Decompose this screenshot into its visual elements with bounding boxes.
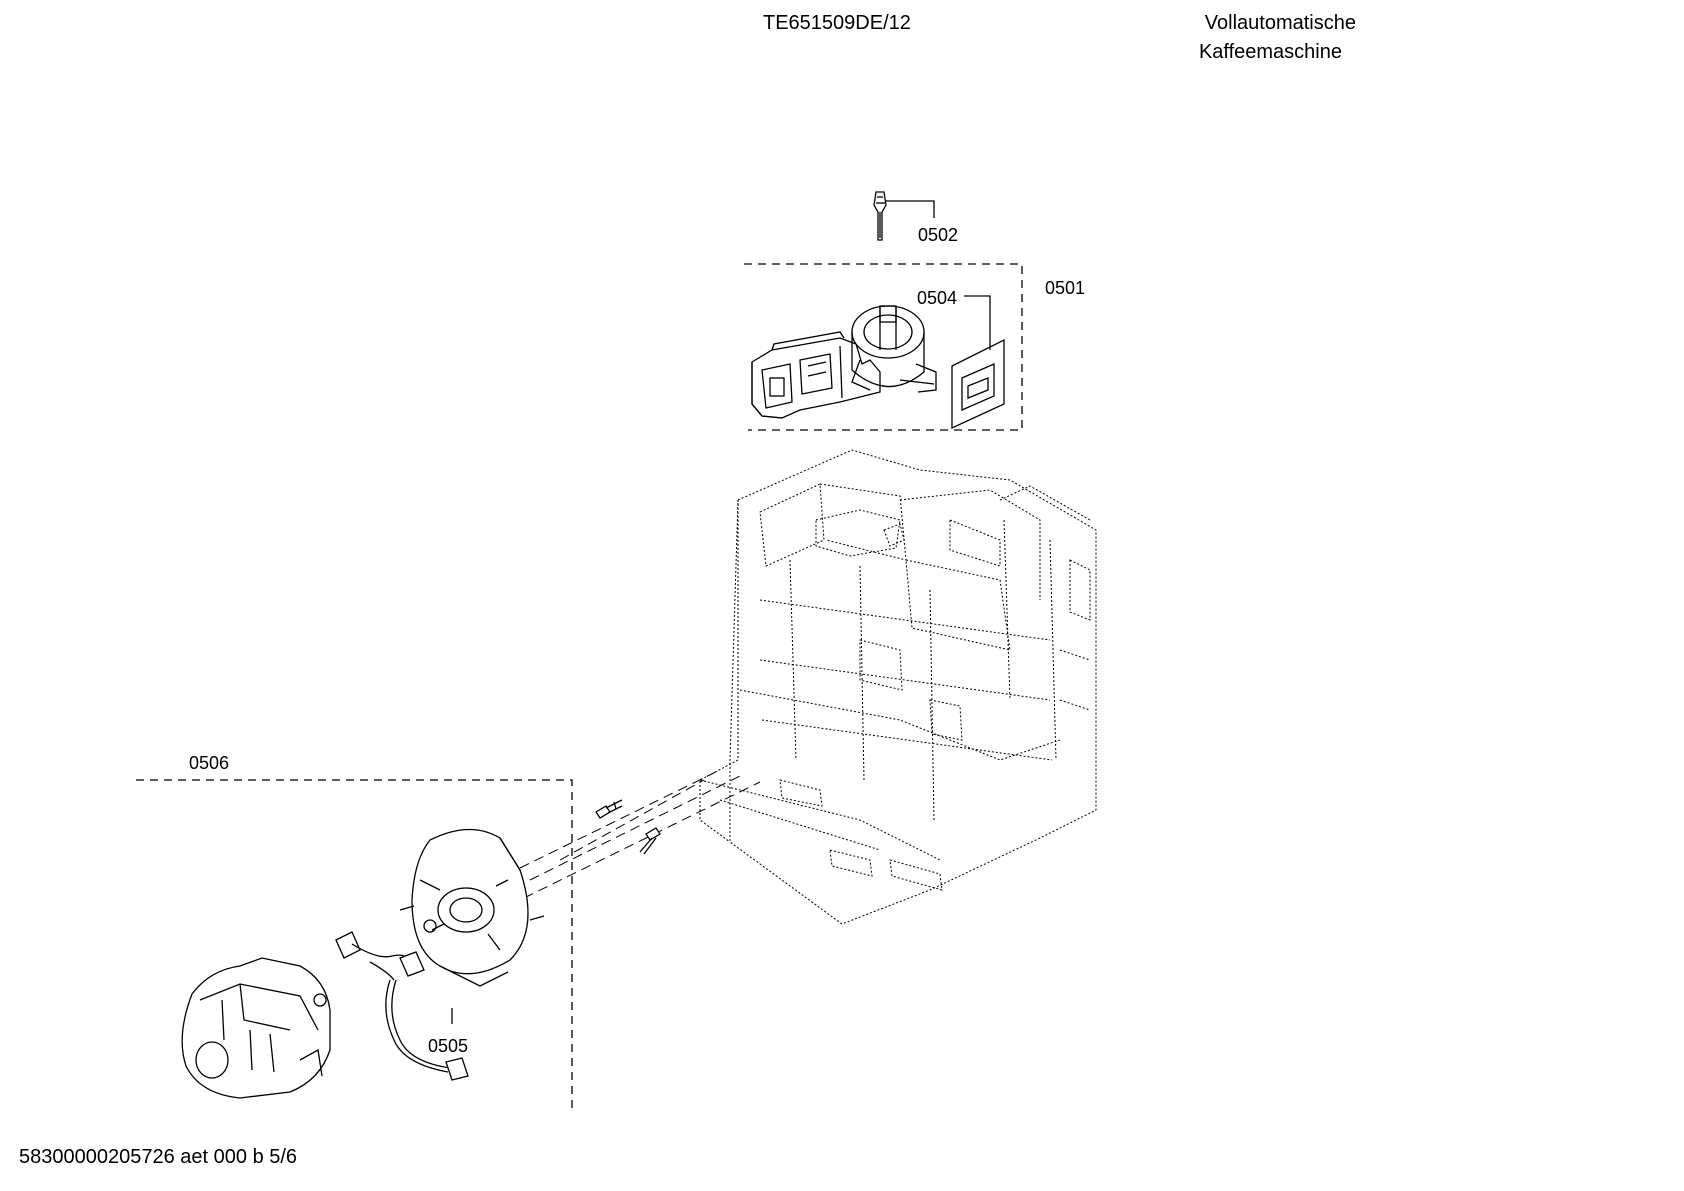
part-fan-housing-front [181, 957, 331, 1099]
part-label-0506: 0506 [189, 753, 230, 773]
part-0505-wiring-harness [335, 931, 469, 1081]
part-label-0501: 0501 [1045, 278, 1086, 298]
part-rotary-housing [851, 305, 937, 393]
assembly-0506-outline [136, 779, 573, 1110]
leader-0504 [964, 295, 991, 350]
assembly-lines [519, 769, 761, 899]
part-label-0504: 0504 [917, 288, 958, 308]
screw-upper [595, 799, 623, 819]
leader-0502 [886, 200, 935, 218]
chassis-frame [699, 449, 1097, 925]
part-0504-cover-plate [951, 338, 1005, 430]
model-number: TE651509DE/12 [763, 12, 911, 34]
part-label-0502: 0502 [918, 225, 959, 245]
appliance-name-line1: Vollautomatische [1204, 12, 1356, 34]
assembly-0501-outline [744, 263, 1023, 431]
appliance-name-line2: Kaffeemaschine [1198, 41, 1342, 63]
part-module-body [751, 331, 881, 419]
screw-lower [639, 827, 661, 855]
part-fan-housing-rear [399, 828, 545, 987]
document-code: 58300000205726 aet 000 b 5/6 [19, 1146, 298, 1168]
part-0502-pin [873, 191, 887, 241]
part-label-0505: 0505 [428, 1036, 469, 1056]
